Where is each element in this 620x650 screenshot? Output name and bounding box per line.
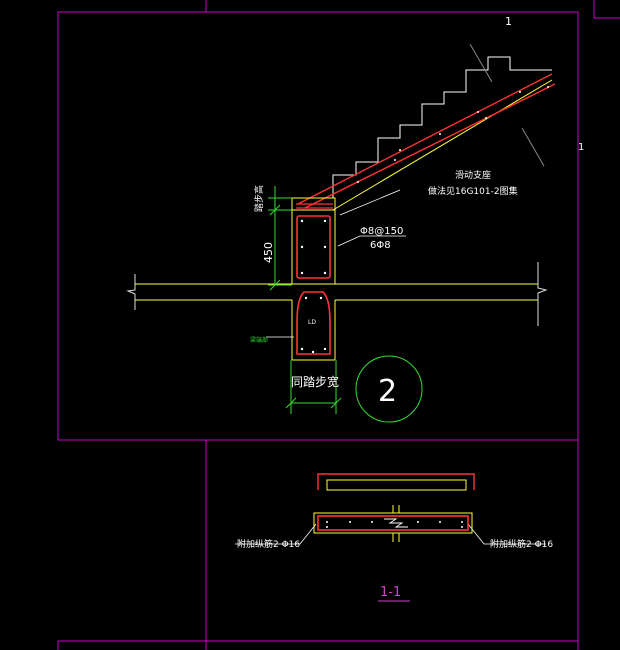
support-reference-label: 做法见16G101-2图集 xyxy=(428,185,518,197)
extra-bars-right-label: 附加纵筋2 Φ16 xyxy=(490,538,553,550)
sheet-frames xyxy=(57,0,620,650)
stair-flight xyxy=(292,43,556,211)
stair-rebar-bottom xyxy=(304,83,556,209)
leader-lines xyxy=(235,189,546,545)
corridor-width-label: 同踏步宽 xyxy=(291,374,339,389)
edge-number: 1 xyxy=(578,142,584,153)
corner-frame xyxy=(593,0,620,19)
beam-height-dimension: 450 xyxy=(262,242,275,263)
landing-cap xyxy=(291,197,336,211)
stair-steps-outline xyxy=(292,56,552,199)
sliding-support-label: 滑动支座 xyxy=(455,169,491,181)
detail-number: 2 xyxy=(378,374,397,409)
lower-beam xyxy=(291,291,336,361)
stair-rebar-top xyxy=(297,73,553,205)
step-height-label: 踏步高 xyxy=(253,185,265,212)
section-cut-line-lower xyxy=(521,127,545,167)
stair-rebar-dots xyxy=(357,86,549,183)
section-cut-line-upper xyxy=(469,43,493,83)
stirrup-spec-label: Φ8@150 xyxy=(360,226,403,237)
extra-bars-left-label: 附加纵筋2 Φ16 xyxy=(237,538,300,550)
sheet-number: 1 xyxy=(505,15,512,28)
dimension-lines xyxy=(268,186,342,414)
upper-beam xyxy=(291,209,336,285)
long-bars-label: 6Φ8 xyxy=(370,240,391,251)
beam-tag: LD xyxy=(308,319,316,326)
stair-soffit xyxy=(332,79,553,211)
side-note-label: 梁端部 xyxy=(250,336,268,344)
section-title: 1-1 xyxy=(380,585,401,600)
section-1-1 xyxy=(313,473,475,542)
detail-bubble xyxy=(355,355,423,423)
floor-slab xyxy=(126,262,548,326)
